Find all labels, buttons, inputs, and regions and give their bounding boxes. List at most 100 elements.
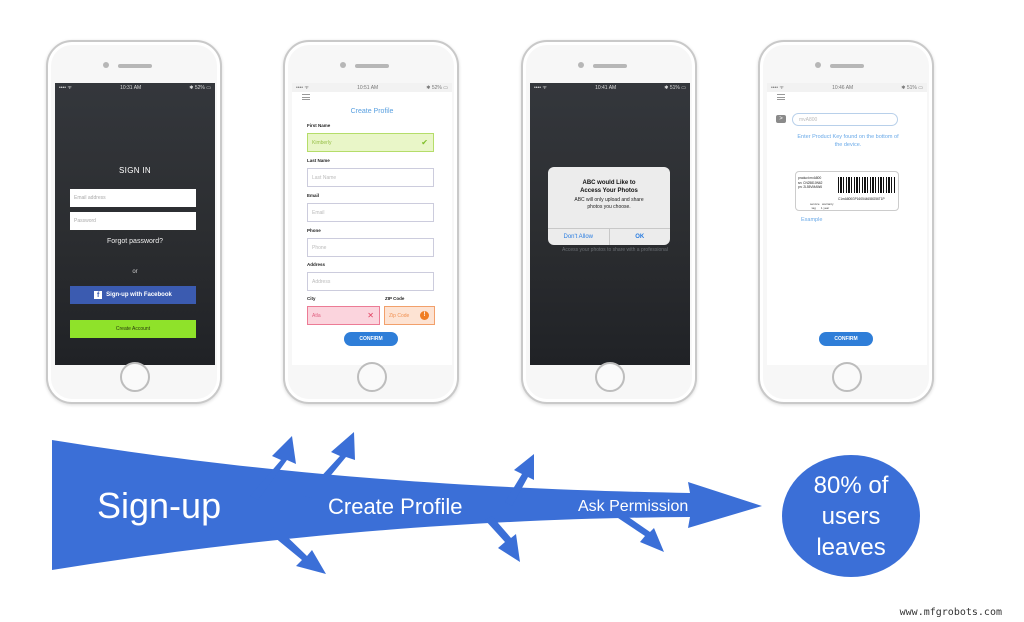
email-field[interactable]: Email — [307, 203, 434, 222]
city-value: Atla — [312, 313, 321, 319]
barcode-icon — [838, 177, 896, 193]
phone-sign-in: •••• ᯤ 10:31 AM ✱ 52% ▭ SIGN IN Email ad… — [46, 40, 222, 404]
error-x-icon: ✕ — [367, 311, 374, 320]
signal-indicator: •••• ᯤ — [771, 84, 784, 91]
password-input[interactable]: Password — [70, 212, 196, 230]
or-separator: or — [132, 269, 138, 275]
dialog-title-line2: Access Your Photos — [580, 188, 638, 194]
zip-code-field[interactable]: Zip Code ! — [384, 306, 435, 325]
product-key-input[interactable]: mvA800 — [792, 113, 898, 126]
signal-indicator: •••• ᯤ — [534, 84, 547, 91]
ask-permission-screen: •••• ᯤ 10:41 AM ✱ 51% ▭ Access your phot… — [530, 83, 690, 365]
status-time: 10:46 AM — [832, 84, 854, 91]
branch-arrow-down-2 — [485, 516, 520, 562]
phone-label: Phone — [307, 228, 321, 233]
ok-button[interactable]: OK — [608, 229, 671, 245]
email-label: Email — [307, 193, 320, 198]
phone-product-key: •••• ᯤ 10:46 AM ✱ 51% ▭ > mvA800 Enter P… — [758, 40, 934, 404]
status-bar: •••• ᯤ 10:31 AM ✱ 52% ▭ — [55, 83, 215, 92]
label-service-warranty: service warranty tag 1 year — [810, 202, 834, 210]
home-button — [357, 362, 387, 392]
branch-arrow-down-1 — [268, 526, 326, 574]
battery-indicator: ✱ 52% ▭ — [189, 84, 211, 91]
signal-indicator: •••• ᯤ — [296, 84, 309, 91]
product-label-example: product mvA800 sn: CN25810N62 pn: 2L55VM… — [795, 171, 899, 211]
status-bar: •••• ᯤ 10:51 AM ✱ 52% ▭ — [292, 83, 452, 92]
address-field[interactable]: Address — [307, 272, 434, 291]
main-flow-arrow — [52, 440, 762, 570]
branch-arrow-up-1 — [250, 436, 296, 500]
sign-in-screen: •••• ᯤ 10:31 AM ✱ 52% ▭ SIGN IN Email ad… — [55, 83, 215, 365]
label-product-info: product mvA800 sn: CN25810N62 pn: 2L55VM… — [798, 176, 823, 189]
first-name-label: First Name — [307, 123, 331, 128]
dialog-title: ABC would Like to Access Your Photos — [548, 179, 670, 195]
address-label: Address — [307, 262, 326, 267]
battery-indicator: ✱ 51% ▭ — [664, 84, 686, 91]
zip-code-label: ZIP Code — [385, 296, 405, 301]
facebook-icon: f — [94, 291, 103, 299]
battery-indicator: ✱ 52% ▭ — [426, 84, 448, 91]
example-link[interactable]: Example — [801, 217, 823, 223]
branch-arrow-up-3 — [505, 454, 534, 506]
facebook-signup-button[interactable]: f Sign-up with Facebook — [70, 286, 196, 304]
watermark: www.mfgrobots.com — [899, 607, 1002, 618]
stage-sign-up: Sign-up — [97, 485, 222, 526]
first-name-value: Kimberly — [312, 140, 332, 146]
checkmark-icon: ✔ — [421, 138, 428, 147]
product-key-help-text: Enter Product Key found on the bottom of… — [797, 134, 899, 148]
forgot-password-link[interactable]: Forgot password? — [106, 238, 164, 245]
front-camera — [815, 62, 821, 68]
branch-arrow-up-2 — [303, 432, 355, 498]
city-label: City — [307, 296, 316, 301]
product-key-screen: •••• ᯤ 10:46 AM ✱ 51% ▭ > mvA800 Enter P… — [767, 83, 927, 365]
phone-ask-permission: •••• ᯤ 10:41 AM ✱ 51% ▭ Access your phot… — [521, 40, 697, 404]
first-name-field[interactable]: Kimberly ✔ — [307, 133, 434, 152]
hamburger-menu-icon[interactable] — [302, 94, 310, 100]
background-caption: Access your photos to share with a profe… — [562, 247, 668, 253]
earpiece-speaker — [593, 64, 627, 68]
hamburger-menu-icon[interactable] — [777, 94, 785, 100]
confirm-button[interactable]: CONFIRM — [344, 332, 398, 346]
branch-arrow-down-3 — [618, 514, 664, 552]
earpiece-speaker — [118, 64, 152, 68]
front-camera — [340, 62, 346, 68]
status-bar: •••• ᯤ 10:41 AM ✱ 51% ▭ — [530, 83, 690, 92]
outcome-circle: 80% of users leaves — [782, 455, 920, 577]
home-button — [832, 362, 862, 392]
dialog-message: ABC will only upload and share photos yo… — [548, 197, 670, 211]
last-name-label: Last Name — [307, 158, 330, 163]
earpiece-speaker — [355, 64, 389, 68]
dialog-title-line1: ABC would Like to — [582, 180, 636, 186]
dont-allow-button[interactable]: Don't Allow — [563, 234, 594, 240]
stage-create-profile: Create Profile — [328, 494, 463, 519]
facebook-signup-label: Sign-up with Facebook — [106, 292, 172, 298]
earpiece-speaker — [830, 64, 864, 68]
home-button — [120, 362, 150, 392]
funnel-flow-diagram — [52, 432, 762, 574]
dialog-message-line2: photos you choose. — [587, 204, 631, 210]
front-camera — [578, 62, 584, 68]
create-account-button[interactable]: Create Account — [70, 320, 196, 338]
label-serial-code: C1mA800GP160544658G56T1P — [838, 197, 885, 201]
last-name-field[interactable]: Last Name — [307, 168, 434, 187]
home-button — [595, 362, 625, 392]
dialog-message-line1: ABC will only upload and share — [574, 197, 644, 203]
dialog-buttons: Don't Allow OK — [548, 228, 670, 245]
status-time: 10:41 AM — [595, 84, 617, 91]
city-field[interactable]: Atla ✕ — [307, 306, 380, 325]
permission-dialog: ABC would Like to Access Your Photos ABC… — [548, 167, 670, 245]
create-profile-screen: •••• ᯤ 10:51 AM ✱ 52% ▭ Create Profile F… — [292, 83, 452, 365]
create-profile-title: Create Profile — [350, 108, 394, 115]
chevron-right-icon[interactable]: > — [776, 115, 786, 123]
phone-create-profile: •••• ᯤ 10:51 AM ✱ 52% ▭ Create Profile F… — [283, 40, 459, 404]
phone-field[interactable]: Phone — [307, 238, 434, 257]
signal-indicator: •••• ᯤ — [59, 84, 72, 91]
status-bar: •••• ᯤ 10:46 AM ✱ 51% ▭ — [767, 83, 927, 92]
front-camera — [103, 62, 109, 68]
status-time: 10:31 AM — [120, 84, 142, 91]
email-input[interactable]: Email address — [70, 189, 196, 207]
confirm-button[interactable]: CONFIRM — [819, 332, 873, 346]
battery-indicator: ✱ 51% ▭ — [901, 84, 923, 91]
warning-icon: ! — [420, 311, 429, 320]
status-time: 10:51 AM — [357, 84, 379, 91]
